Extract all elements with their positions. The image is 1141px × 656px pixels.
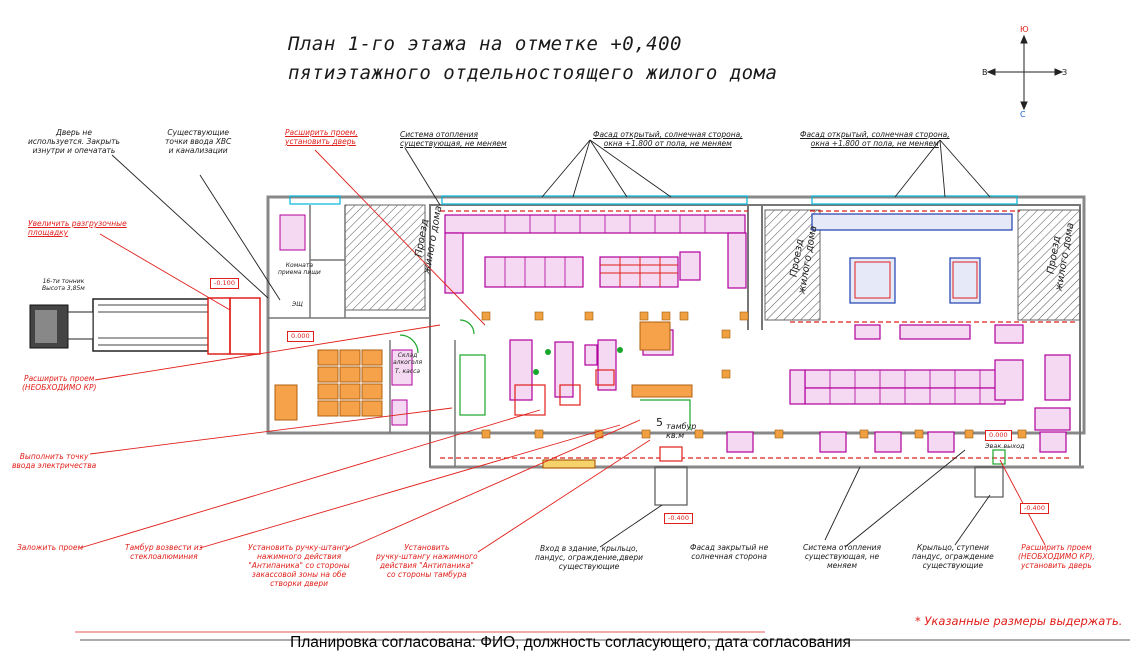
note-widen-door-top: Расширить проем, установить дверь — [285, 128, 358, 146]
sales-hall-outline — [429, 204, 1081, 468]
note-antipanic-1: Установить ручку-штангу нажимного действ… — [248, 543, 351, 588]
compass-west: В — [982, 68, 988, 77]
note-entrance: Вход в здание, крыльцо, пандус, огражден… — [535, 544, 643, 571]
level-marker-5: 0.000 — [985, 430, 1012, 441]
note-vestibule-glass: Тамбур возвести из стеклоалюминия — [125, 543, 203, 561]
note-heating-top: Система отопления существующая, не меняе… — [400, 130, 507, 148]
note-facade-open-2: Фасад открытый, солнечная сторона, окна … — [800, 130, 950, 148]
level-marker-1: -0.100 — [210, 278, 239, 289]
label-storage: Склад алкоголя — [393, 352, 423, 366]
heating-lines — [440, 210, 1075, 459]
note-facade-open-1: Фасад открытый, солнечная сторона, окна … — [593, 130, 743, 148]
note-heating-bottom: Система отопления существующая, не меняе… — [803, 543, 882, 570]
level-marker-3: -0.400 — [664, 513, 693, 524]
level-marker-2: 0.000 — [287, 331, 314, 342]
note-widen-opening-kr: Расширить проем (НЕОБХОДИМО КР) — [22, 374, 97, 392]
compass-south: С — [1020, 110, 1026, 119]
driveway-hatch-mid — [764, 209, 821, 321]
driveway-hatch-right — [1017, 209, 1081, 321]
leader-lines-red — [79, 149, 1046, 553]
compass-rose — [986, 34, 1064, 111]
approval-footer: Планировка согласована: ФИО, должность с… — [290, 634, 851, 651]
doors — [399, 319, 1006, 465]
entrance-vestibule — [542, 446, 1004, 506]
note-facade-closed: Фасад закрытый не солнечная сторона — [690, 543, 769, 561]
plan-title-line2: пятиэтажного отдельностоящего жилого дом… — [288, 62, 778, 84]
label-reception-room: Комната приема пищи — [278, 262, 321, 276]
top-windows — [289, 195, 1018, 205]
note-antipanic-2: Установить ручку-штангу нажимного действ… — [376, 543, 478, 579]
label-vestibule: тамбур кв.м — [666, 422, 697, 440]
label-vestibule-num: 5 — [656, 416, 663, 429]
back-rooms — [268, 205, 456, 467]
note-close-opening: Заложить проем — [17, 543, 84, 552]
note-enlarge-unload: Увеличить разгрузочные площадку — [28, 219, 127, 237]
shelving-top-left — [444, 214, 747, 294]
label-shield: ЭЩ — [292, 301, 303, 308]
plan-title-line1: План 1-го этажа на отметке +0,400 — [288, 33, 682, 55]
label-truck: 16-ти тонник Высота 3,85м — [42, 278, 85, 292]
shelving-top-right — [811, 213, 1013, 304]
level-marker-4: -0.400 — [1020, 503, 1049, 514]
compass-north: Ю — [1020, 25, 1029, 34]
columns — [481, 311, 1027, 439]
label-emergency-exit: Эвак.выход — [985, 442, 1025, 450]
compass-east: З — [1062, 68, 1068, 77]
note-existing-water: Существующие точки ввода ХВС и канализац… — [165, 128, 232, 155]
note-porch: Крыльцо, ступени пандус, ограждение суще… — [912, 543, 994, 570]
note-widen-opening-right: Расширить проем (НЕОБХОДИМО КР), установ… — [1018, 543, 1095, 570]
shelving-grid-left — [600, 257, 678, 287]
leader-lines-black — [111, 139, 991, 548]
storage-pallets — [274, 321, 693, 421]
note-electric-point: Выполнить точку ввода электричества — [12, 452, 97, 470]
label-cash-room: Т. касса — [395, 368, 421, 375]
truck-illustration — [29, 297, 261, 355]
building-outline — [266, 195, 1086, 435]
note-door-unused: Дверь не используется. Закрыть изнутри и… — [28, 128, 120, 155]
note-dimensions: * Указанные размеры выдержать. — [915, 614, 1123, 628]
